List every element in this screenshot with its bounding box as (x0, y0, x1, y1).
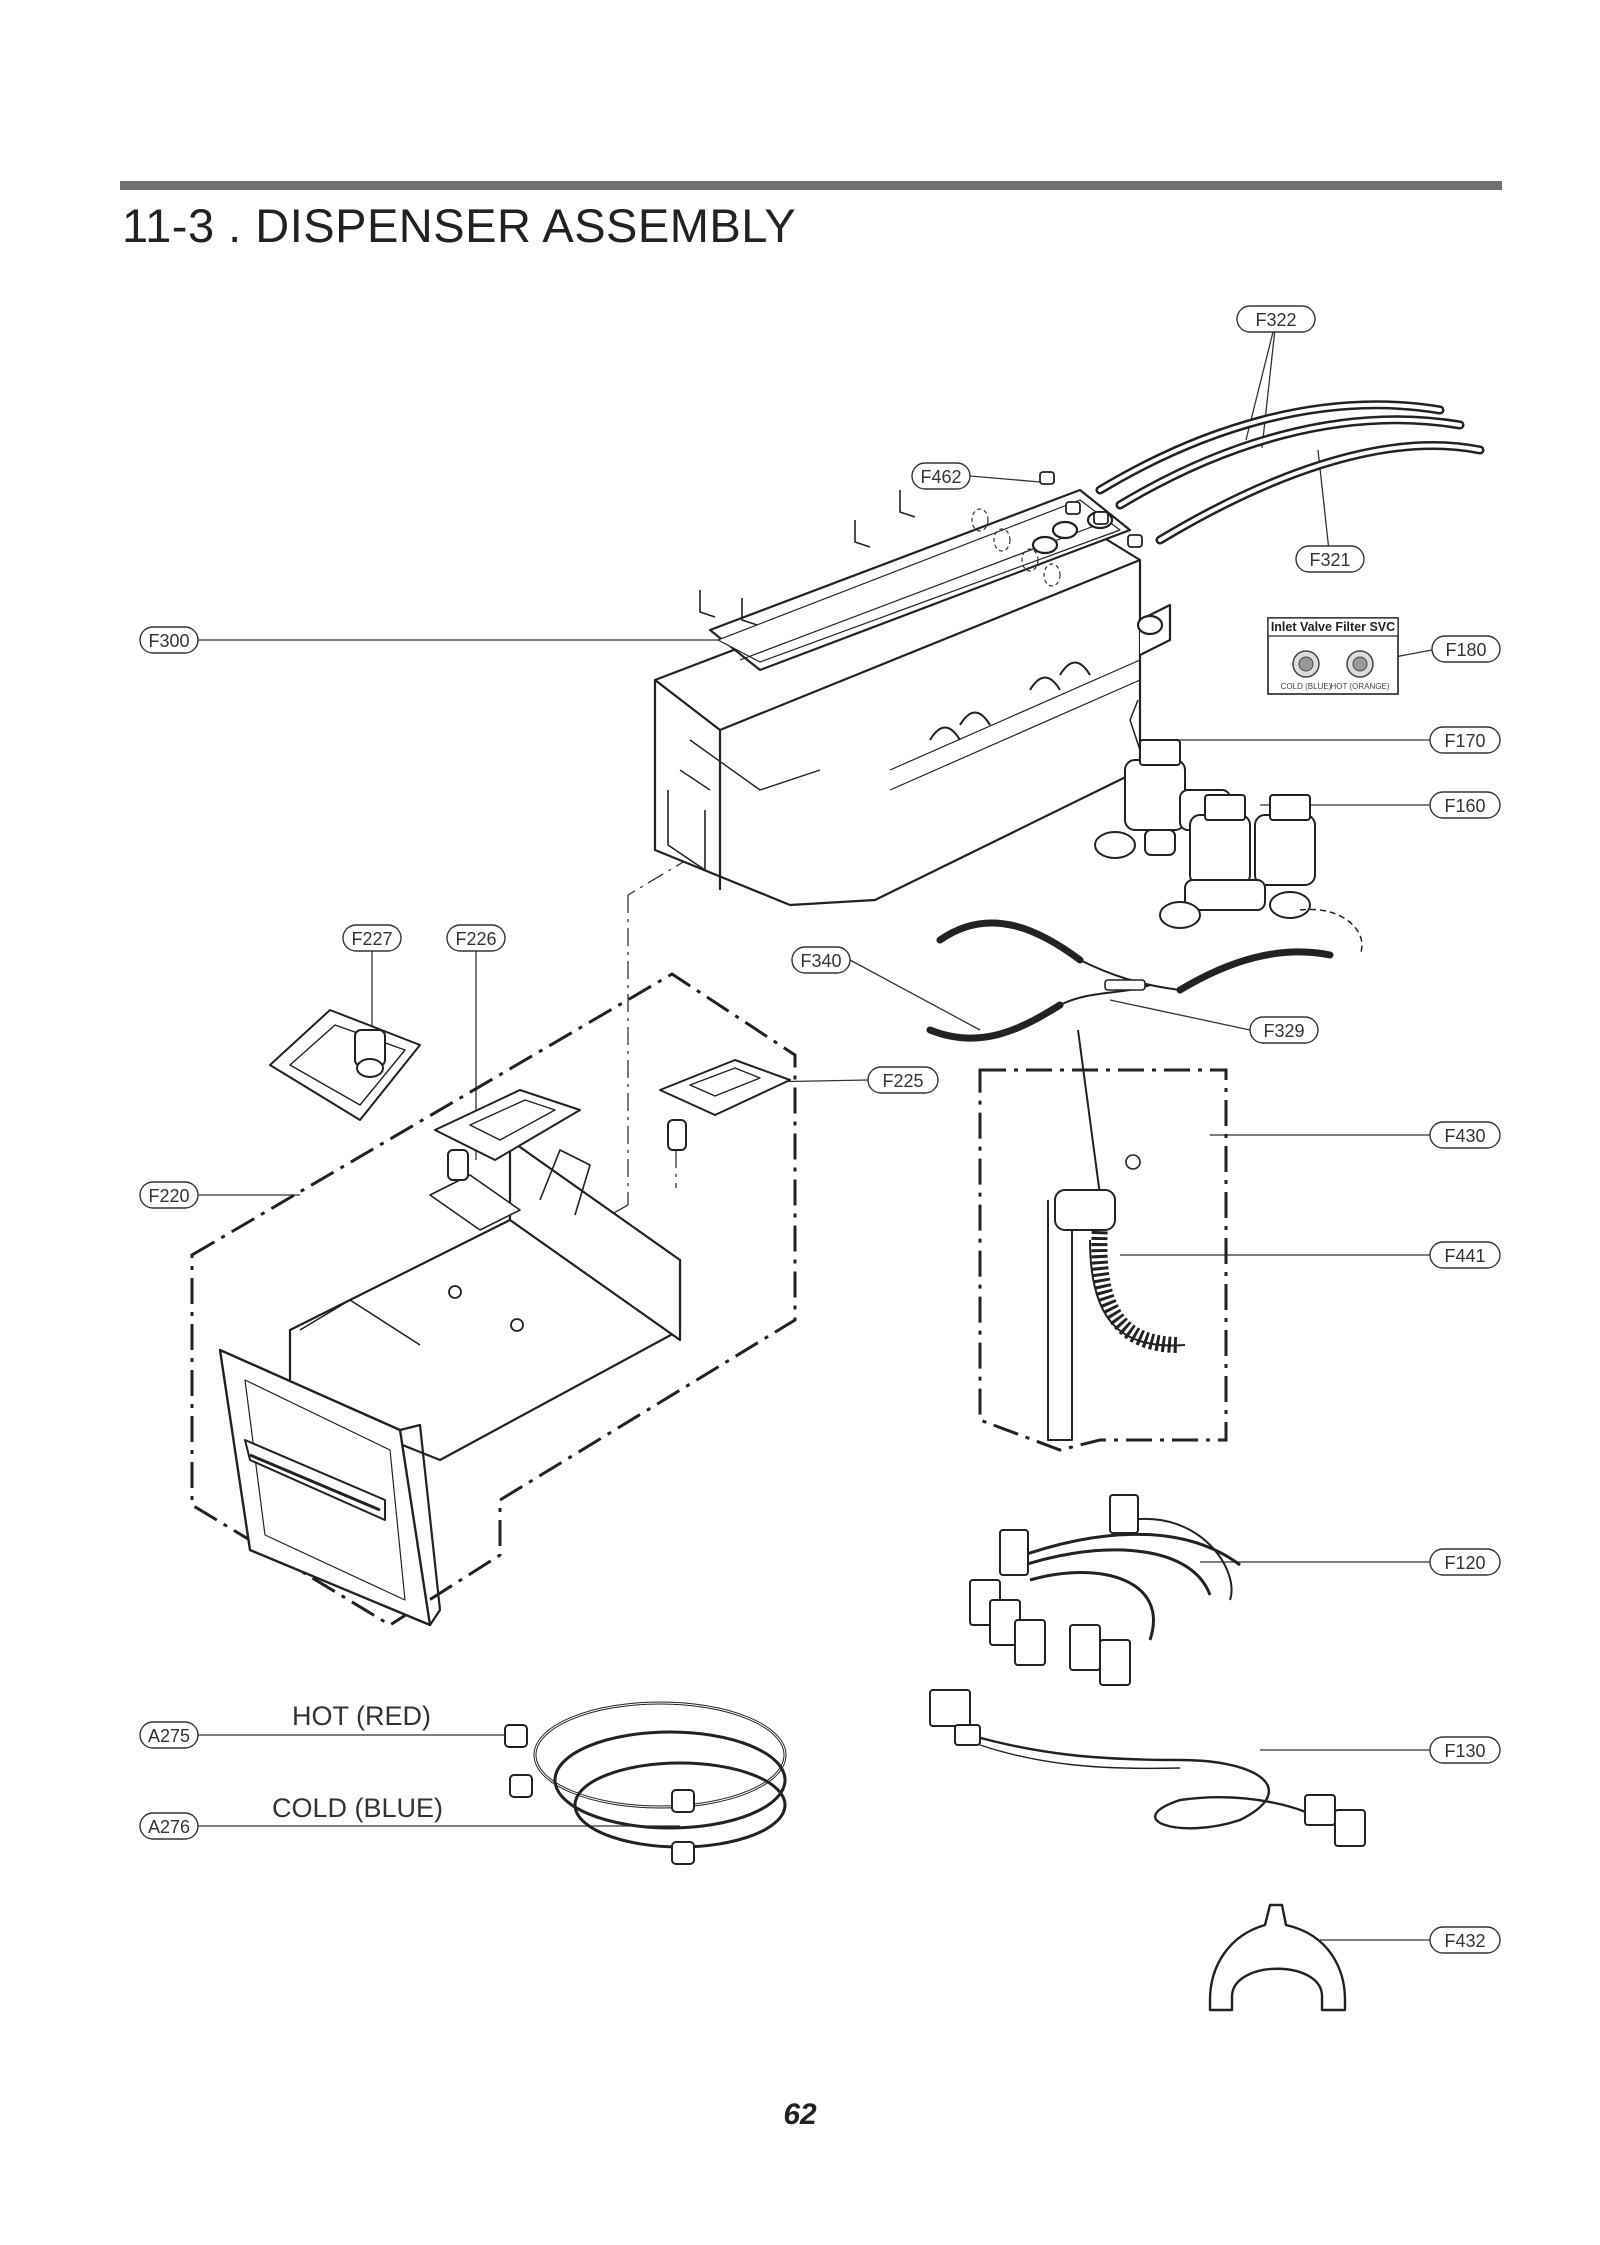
callout-f441: F441 (1444, 1246, 1485, 1266)
callout-f321: F321 (1309, 550, 1350, 570)
hose-clamps (1039, 471, 1143, 548)
callout-f170: F170 (1444, 731, 1485, 751)
callout-f329: F329 (1263, 1021, 1304, 1041)
sensor-harness (929, 1689, 1366, 1847)
callout-badges (139, 305, 1501, 1954)
filter-box-title: Inlet Valve Filter SVC (1271, 620, 1395, 634)
hose-label-cold: COLD (BLUE) (272, 1793, 443, 1823)
filter-service-box: Inlet Valve Filter SVC COLD (BLUE) HOT (… (1267, 617, 1399, 695)
top-hoses (1095, 400, 1485, 545)
inlet-hose-assembly-outline (978, 1068, 1228, 1452)
main-wire-harness (969, 1494, 1241, 1686)
leader-lines (198, 319, 1433, 1941)
assembly-guide-lines (579, 839, 721, 1233)
drawer-assembly-outline (190, 972, 797, 1627)
drain-hose (1047, 1029, 1186, 1441)
callout-f340: F340 (800, 951, 841, 971)
page-title: 11-3 . DISPENSER ASSEMBLY (122, 199, 797, 252)
callout-f430: F430 (1444, 1126, 1485, 1146)
callout-f220: F220 (148, 1186, 189, 1206)
housing-inlet-rings (971, 508, 1061, 587)
hose-label-hot: HOT (RED) (292, 1701, 431, 1731)
hose-guide (1208, 1903, 1347, 2012)
header-rule (120, 181, 1502, 190)
callout-f160: F160 (1444, 796, 1485, 816)
callout-f462: F462 (920, 467, 961, 487)
callout-f120: F120 (1444, 1553, 1485, 1573)
callout-f180: F180 (1445, 640, 1486, 660)
callout-labels: F322 F462 F321 F300 F180 F170 F160 F227 … (148, 310, 1487, 1951)
callout-a275: A275 (148, 1726, 190, 1746)
page-number: 62 (783, 2098, 817, 2131)
filter-box-cold-label: COLD (BLUE) (1281, 682, 1332, 691)
callout-f130: F130 (1444, 1741, 1485, 1761)
water-valves (1094, 739, 1363, 956)
drawer-inserts (269, 1009, 791, 1181)
dispenser-housing (653, 488, 1172, 907)
callout-f225: F225 (882, 1071, 923, 1091)
callout-f432: F432 (1444, 1931, 1485, 1951)
callout-f227: F227 (351, 929, 392, 949)
dispenser-drawer (218, 1138, 682, 1627)
filter-box-hot-label: HOT (ORANGE) (1331, 682, 1390, 691)
water-supply-hoses (504, 1701, 787, 1865)
callout-f226: F226 (455, 929, 496, 949)
wire-harness-small (926, 919, 1334, 1042)
callout-f322: F322 (1255, 310, 1296, 330)
callout-f300: F300 (148, 631, 189, 651)
callout-a276: A276 (148, 1817, 190, 1837)
